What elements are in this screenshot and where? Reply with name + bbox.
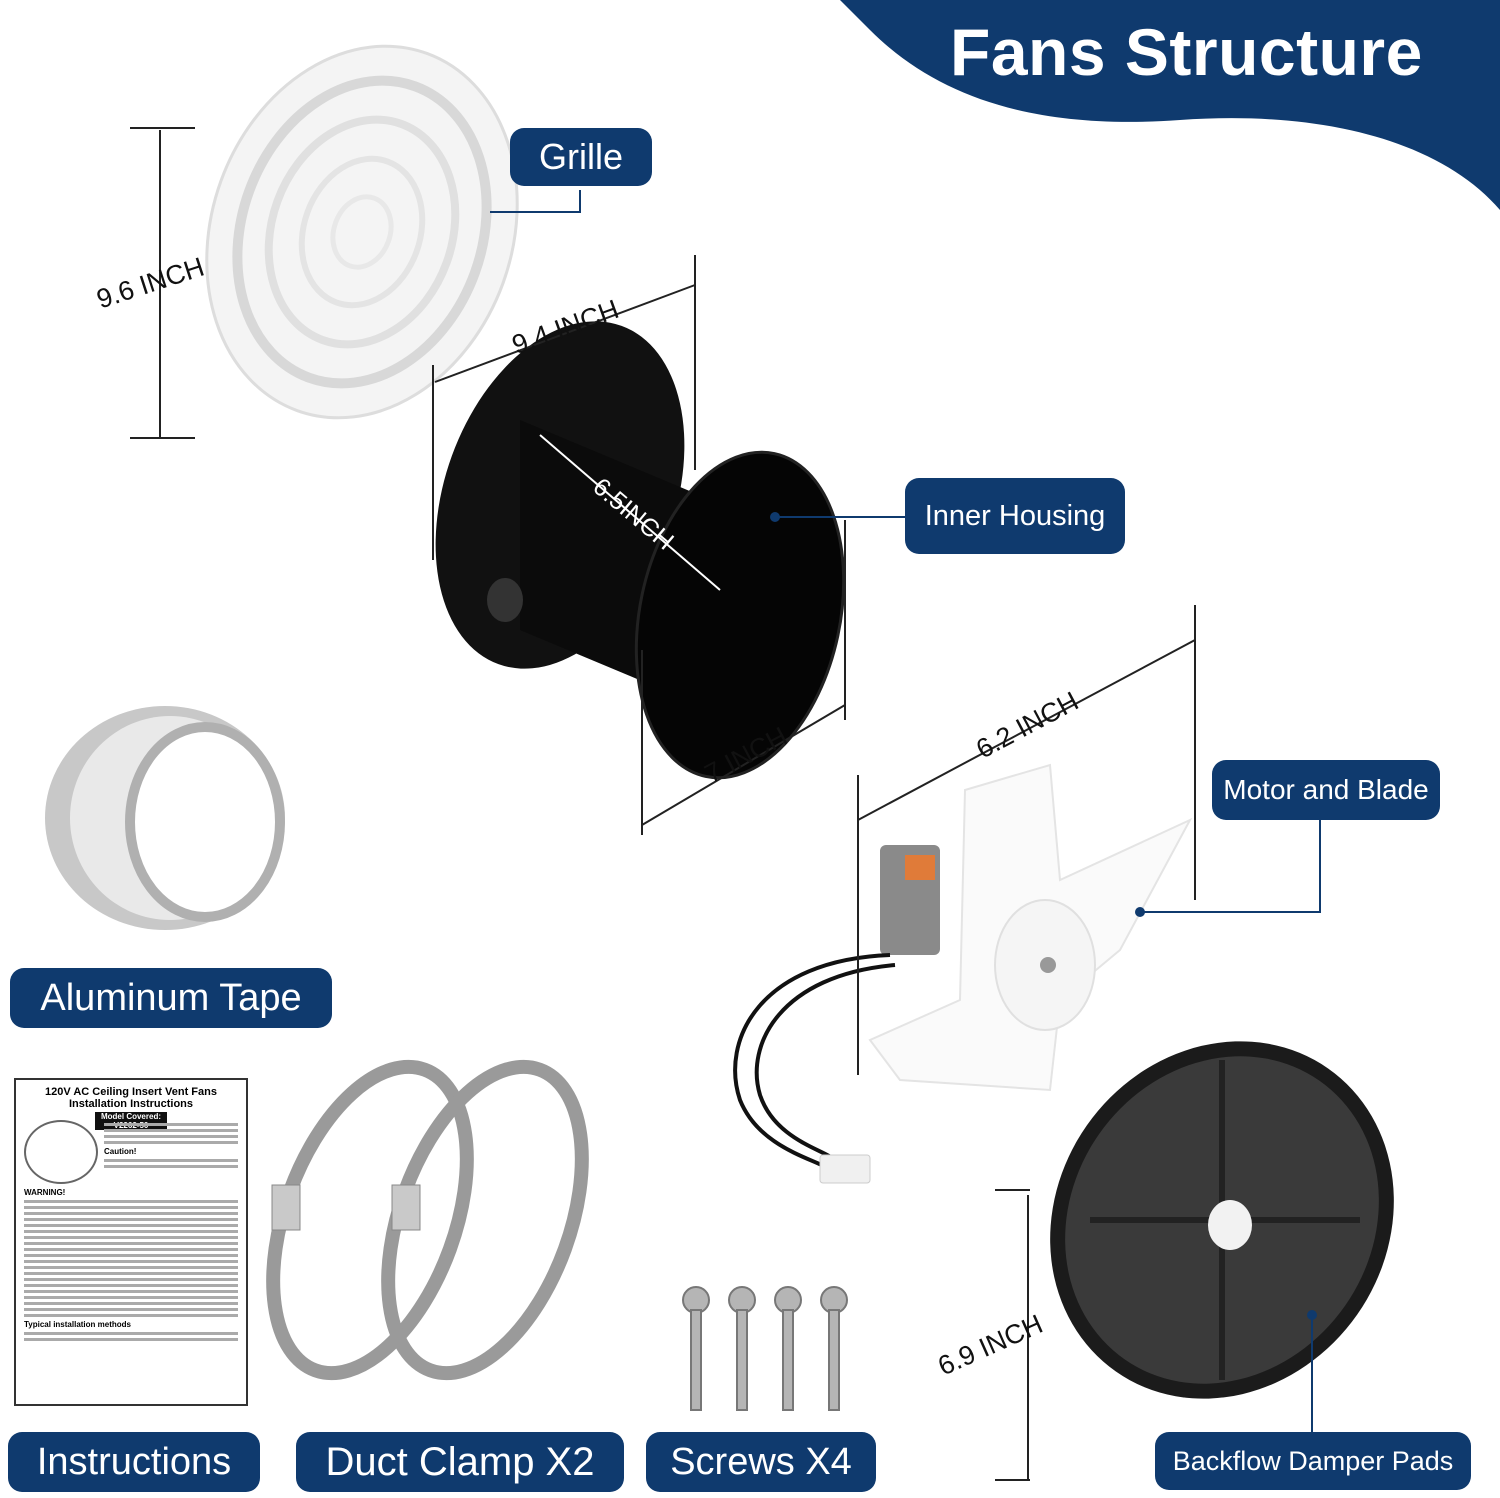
instruction-sheet: 120V AC Ceiling Insert Vent Fans Install… [14,1078,248,1406]
grille-image [205,44,519,420]
backflow-damper-image [1050,1041,1394,1399]
page-title: Fans Structure [950,15,1423,89]
inner-housing-image [435,321,846,780]
label-aluminum-tape: Aluminum Tape [10,968,332,1028]
label-motor-blade: Motor and Blade [1212,760,1440,820]
label-grille: Grille [510,128,652,186]
label-screws: Screws X4 [646,1432,876,1492]
instruction-fan-icon [24,1120,98,1184]
label-instructions: Instructions [8,1432,260,1492]
title-banner [840,0,1500,210]
instruction-warning: WARNING! [24,1188,66,1197]
instruction-sheet-body: Caution! WARNING! Typical installation m… [24,1120,238,1396]
instruction-typical: Typical installation methods [24,1320,131,1329]
instruction-sheet-title: 120V AC Ceiling Insert Vent Fans Install… [45,1086,217,1110]
instruction-caution: Caution! [104,1147,137,1156]
label-inner-housing: Inner Housing [905,478,1125,554]
screws-image [682,1286,848,1411]
label-backflow-damper: Backflow Damper Pads [1155,1432,1471,1490]
aluminum-tape-image [45,706,285,930]
label-duct-clamp: Duct Clamp X2 [296,1432,624,1492]
motor-blade-image [733,763,1193,1184]
